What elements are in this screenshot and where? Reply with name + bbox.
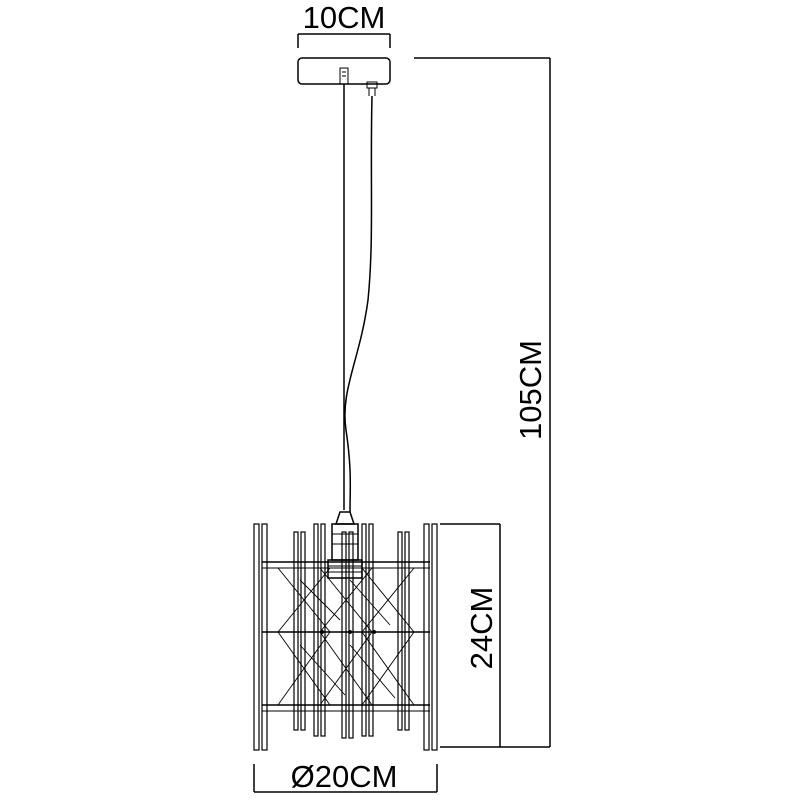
total-height-dimension: 105CM [414,57,551,748]
shade-diameter-label: Ø20CM [291,759,398,794]
shade-height-dimension: 24CM [440,523,501,747]
shade-diameter-dimension: Ø20CM [253,759,438,794]
canopy-width-dimension: 10CM [297,0,391,48]
canopy-width-label: 10CM [303,0,386,35]
total-height-label: 105CM [513,340,548,440]
socket-holder [327,511,363,579]
lamp-shade [253,523,438,751]
suspension-cable [343,84,373,513]
shade-height-label: 24CM [464,587,499,670]
